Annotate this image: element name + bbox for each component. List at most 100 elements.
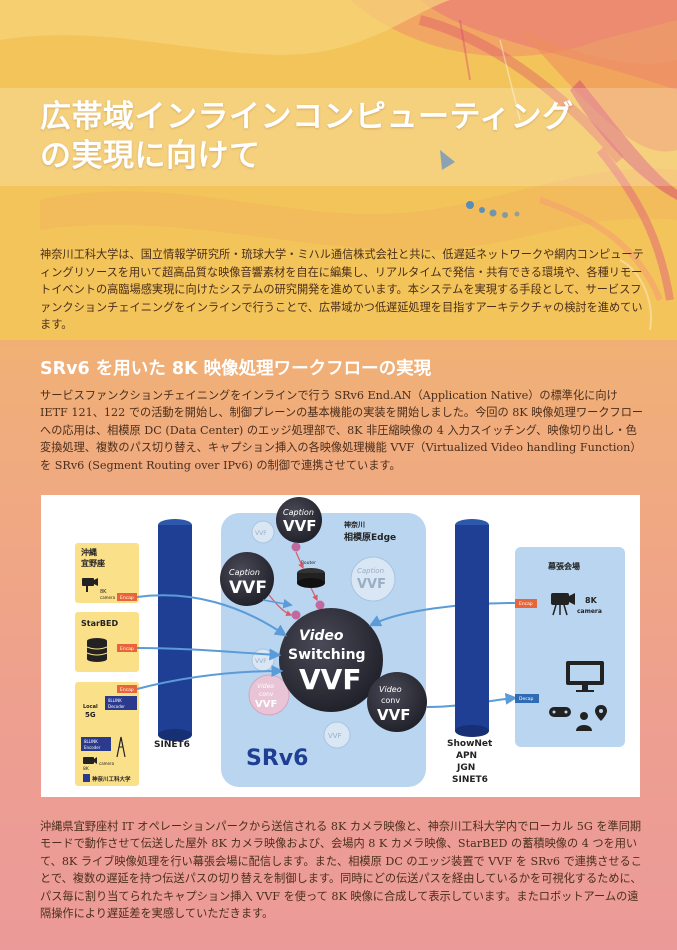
local5g-camera-8k: 8K xyxy=(83,766,90,772)
flow-arrow xyxy=(136,647,282,661)
srv6-label: SRv6 xyxy=(246,746,308,771)
location-pin-icon xyxy=(595,705,607,721)
faded-vvf-label: VVF xyxy=(328,732,342,740)
makuhari-venue-box: 幕張会場 Encap 8K camera Decap xyxy=(515,547,625,747)
sinet6-left-pipe: SINET6 xyxy=(154,519,192,750)
path-node xyxy=(291,610,301,620)
decoder-label-2: Decoder xyxy=(108,704,125,709)
gamepad-icon xyxy=(549,707,571,717)
encap-label: Encap xyxy=(120,595,134,601)
edge-label-line1: 神奈川 xyxy=(344,520,365,529)
intro-paragraph: 神奈川工科大学は、国立情報学研究所・琉球大学・ミハル通信株式会社と共に、低遅延ネ… xyxy=(40,248,644,332)
flow-arrow xyxy=(262,598,293,609)
kait-logo-icon xyxy=(83,774,90,782)
decoder-label-1: 8LLINK xyxy=(108,698,122,703)
okinawa-camera-8k: 8K xyxy=(100,589,107,595)
makuhari-camera-8k: 8K xyxy=(585,596,598,605)
figure-caption-paragraph: 沖縄県宜野座村 IT オペレーションパークから送信される 8K カメラ映像と、神… xyxy=(40,820,642,921)
network-label-jgn: JGN xyxy=(456,763,475,773)
title-band xyxy=(0,88,677,186)
path-node xyxy=(315,600,325,610)
abstract-shapes-graphic xyxy=(0,0,677,340)
five-g-label: 5G xyxy=(85,711,96,719)
makuhari-camera-word: camera xyxy=(577,608,602,615)
faded-caption-label: Caption xyxy=(357,567,384,575)
encap-badge xyxy=(515,599,537,608)
camera-icon xyxy=(551,593,575,616)
caption-vvf-left: Caption VVF xyxy=(220,552,274,606)
sinet6-left-label: SINET6 xyxy=(154,740,190,750)
starbed-label: StarBED xyxy=(81,619,118,628)
kait-name-label: 神奈川工科大学 xyxy=(92,775,131,783)
faded-conv-label: conv xyxy=(259,691,274,698)
router-label: Router xyxy=(301,560,316,566)
workflow-diagram-svg: 沖縄 宜野座 8K camera Encap StarBED E xyxy=(75,497,625,787)
camera-icon xyxy=(83,757,97,764)
faded-vvf-label: VVF xyxy=(255,699,277,710)
decoder-box xyxy=(105,696,137,710)
encoder-label-2: Encoder xyxy=(84,745,101,750)
okinawa-camera-word: camera xyxy=(100,595,116,600)
decap-badge xyxy=(515,694,539,703)
conv-label: conv xyxy=(381,696,400,705)
network-right-pipe: ShowNet APN JGN SINET6 xyxy=(447,519,493,785)
network-label-apn: APN xyxy=(456,751,477,761)
video-conv-vvf: Video conv VVF xyxy=(367,672,427,732)
database-icon xyxy=(86,638,108,662)
section-heading: SRv6 を用いた 8K 映像処理ワークフローの実現 xyxy=(40,359,432,379)
okinawa-label-line1: 沖縄 xyxy=(81,547,97,557)
encap-label: Encap xyxy=(519,601,533,607)
antenna-icon xyxy=(116,736,126,758)
vvf-label: VVF xyxy=(299,663,361,696)
monitor-icon xyxy=(566,661,604,692)
edge-label-line2: 相模原Edge xyxy=(344,531,396,543)
faded-video-label: Video xyxy=(257,683,274,690)
faded-vvf-label: VVF xyxy=(255,658,267,665)
page-title: 広帯域インラインコンピューティング の実現に向けて xyxy=(40,98,640,176)
caption-label: Caption xyxy=(229,568,260,577)
caption-vvf-top: Caption VVF xyxy=(276,497,322,543)
flow-arrow xyxy=(368,602,516,627)
network-label-sinet6: SINET6 xyxy=(452,775,488,785)
header-artwork xyxy=(0,0,677,340)
switching-label: Switching xyxy=(288,647,366,663)
okinawa-label-line2: 宜野座 xyxy=(81,558,105,568)
vvf-label: VVF xyxy=(229,578,267,598)
video-switching-vvf: Video Switching VVF xyxy=(279,608,383,712)
encap-label: Encap xyxy=(120,687,134,693)
decap-label: Decap xyxy=(519,696,533,702)
page-title-line2: の実現に向けて xyxy=(40,138,261,174)
makuhari-label: 幕張会場 xyxy=(547,561,580,571)
faded-vvf-bubble: VVF xyxy=(251,520,275,544)
video-label: Video xyxy=(299,628,344,644)
path-node xyxy=(291,542,301,552)
encap-badge xyxy=(117,644,137,652)
person-icon xyxy=(576,712,592,731)
router-icon: Router xyxy=(297,560,325,588)
vvf-label: VVF xyxy=(377,706,410,724)
starbed-input-box: StarBED Encap xyxy=(75,612,139,672)
video-label: Video xyxy=(379,685,402,694)
flow-arrow xyxy=(136,594,287,637)
encap-badge xyxy=(117,685,137,693)
caption-label: Caption xyxy=(283,508,314,517)
vvf-label: VVF xyxy=(283,517,316,535)
faded-video-conv-vvf-bubble: Video conv VVF xyxy=(248,674,290,716)
flow-arrow xyxy=(136,665,284,690)
faded-vvf-bubble: VVF xyxy=(323,721,351,749)
faded-vvf-label: VVF xyxy=(357,577,386,592)
local5g-camera-word: camera xyxy=(99,761,115,766)
faded-vvf-label: VVF xyxy=(255,530,267,537)
workflow-diagram: 沖縄 宜野座 8K camera Encap StarBED E xyxy=(41,495,640,797)
encap-badge xyxy=(117,593,137,601)
local-label: Local xyxy=(83,704,98,710)
faded-caption-vvf-bubble: Caption VVF xyxy=(350,556,396,602)
okinawa-input-box: 沖縄 宜野座 8K camera Encap xyxy=(75,543,139,603)
page-title-line1: 広帯域インラインコンピューティング xyxy=(40,99,574,135)
local5g-input-box: Encap Local 5G 8LLINK Decoder 8LLINK Enc… xyxy=(75,682,139,786)
encoder-box xyxy=(81,737,111,751)
network-label-shownet: ShowNet xyxy=(447,739,493,749)
encoder-label-1: 8LLINK xyxy=(84,739,98,744)
encap-label: Encap xyxy=(120,646,134,652)
faded-vvf-bubble: VVF xyxy=(251,648,275,672)
